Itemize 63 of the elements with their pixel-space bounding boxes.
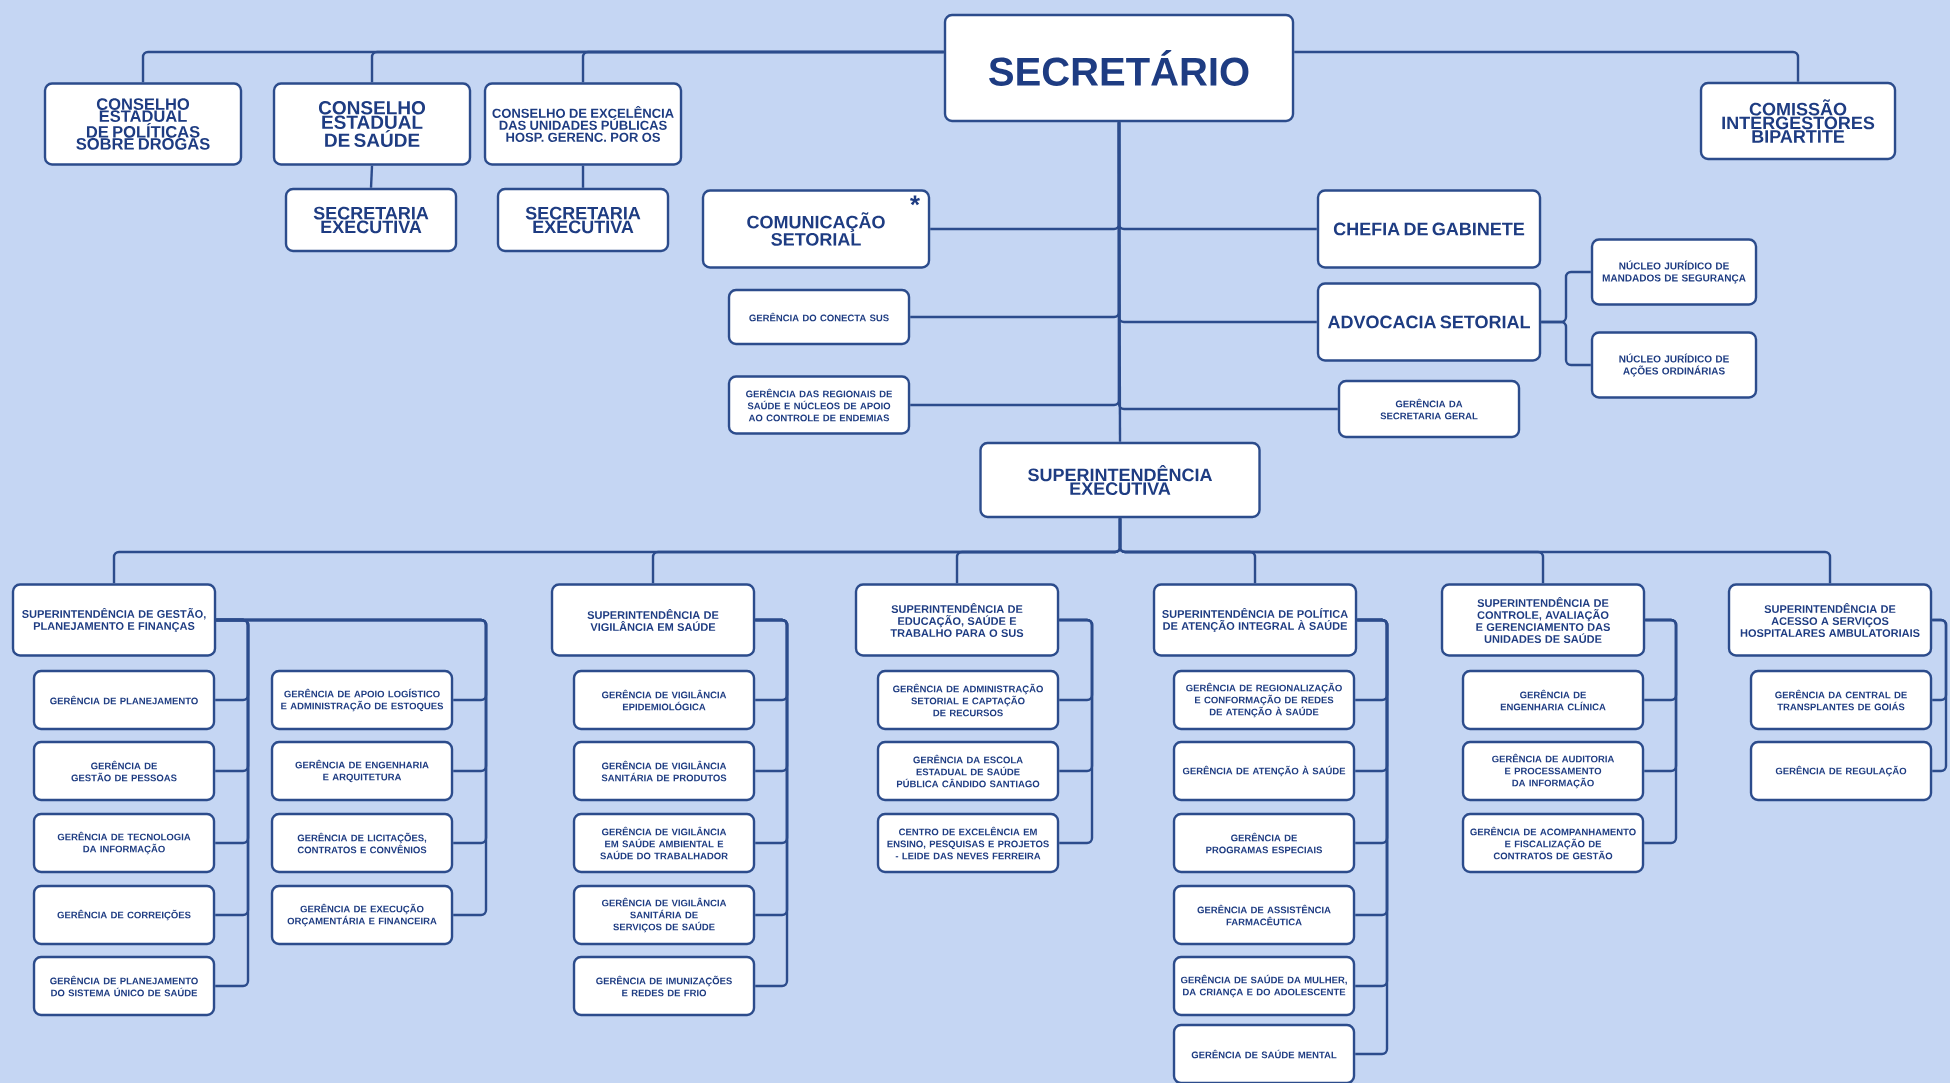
connector-line — [1644, 618, 1678, 845]
org-unit-box: SUPERINTENDÊNCIA EXECUTIVA — [979, 441, 1261, 519]
org-unit-box: SUPERINTENDÊNCIA DE ACESSO A SERVIÇOS HOSPITALARES AMBULATORIAIS — [1727, 583, 1933, 657]
org-unit-box: SECRETARIA EXECUTIVA — [496, 187, 670, 253]
org-unit-box: SUPERINTENDÊNCIA DE POLÍTICA DE ATENÇÃO INTEGRAL À SAÚDE — [1152, 583, 1358, 657]
org-unit-box: GERÊNCIA DE ENGENHARIA E ARQUITETURA — [270, 740, 454, 802]
org-unit-box: SECRETÁRIO — [943, 13, 1295, 123]
org-unit-box: GERÊNCIA DE IMUNIZAÇÕES E REDES DE FRIO — [572, 955, 756, 1017]
org-unit-box: NÚCLEO JURÍDICO DE AÇÕES ORDINÁRIAS — [1590, 331, 1758, 399]
connector-line — [1355, 618, 1389, 1056]
org-unit-box: GERÊNCIA DA SECRETARIA GERAL — [1337, 379, 1521, 439]
org-unit-box: GERÊNCIA DAS REGIONAIS DE SAÚDE E NÚCLEOS DE APOIO AO CONTROLE DE ENDEMIAS — [727, 375, 911, 435]
org-unit-box: GERÊNCIA DE VIGILÂNCIA EM SAÚDE AMBIENTAL E SAÚDE DO TRABALHADOR — [572, 812, 756, 874]
org-unit-box: CONSELHO ESTADUAL DE SAÚDE — [272, 82, 472, 166]
org-unit-box: SUPERINTENDÊNCIA DE EDUCAÇÃO, SAÚDE E TRABALHO PARA O SUS — [854, 583, 1060, 657]
connector-line — [1059, 618, 1094, 845]
org-unit-box: NÚCLEO JURÍDICO DE MANDADOS DE SEGURANÇA — [1590, 238, 1758, 306]
org-unit-box: CONSELHO DE EXCELÊNCIA DAS UNIDADES PÚBLICAS HOSP. GERENC. POR OS — [483, 82, 683, 166]
org-unit-box: GERÊNCIA DE REGULAÇÃO — [1749, 740, 1933, 802]
org-unit-box: GERÊNCIA DE GESTÃO DE PESSOAS — [32, 740, 216, 802]
org-unit-box: GERÊNCIA DE SAÚDE DA MULHER, DA CRIANÇA E DO ADOLESCENTE — [1172, 955, 1356, 1017]
connector-line — [216, 618, 488, 917]
connector-line — [1117, 122, 1122, 442]
connector-line — [369, 165, 374, 188]
org-unit-box: GERÊNCIA DE ATENÇÃO À SAÚDE — [1172, 740, 1356, 802]
connector-line — [755, 618, 789, 988]
org-unit-box: GERÊNCIA DE ENGENHARIA CLÍNICA — [1461, 669, 1645, 731]
connector-line — [581, 50, 944, 83]
org-unit-box: GERÊNCIA DE LICITAÇÕES, CONTRATOS E CONVÊNIOS — [270, 812, 454, 874]
org-unit-box: SUPERINTENDÊNCIA DE CONTROLE, AVALIAÇÃO E GERENCIAMENTO DAS UNIDADES DE SAÚDE — [1440, 583, 1646, 657]
org-unit-box: GERÊNCIA DA ESCOLA ESTADUAL DE SAÚDE PÚBLICA CÂNDIDO SANTIAGO — [876, 740, 1060, 802]
connector-line — [1118, 518, 1832, 584]
org-unit-box: GERÊNCIA DE PLANEJAMENTO — [32, 669, 216, 731]
org-unit-box: GERÊNCIA DA CENTRAL DE TRANSPLANTES DE GOIÁS — [1749, 669, 1933, 731]
org-unit-box: GERÊNCIA DE EXECUÇÃO ORÇAMENTÁRIA E FINANCEIRA — [270, 884, 454, 946]
org-unit-box: CHEFIA DE GABINETE — [1316, 189, 1542, 269]
org-unit-box: GERÊNCIA DE PLANEJAMENTO DO SISTEMA ÚNICO DE SAÚDE — [32, 955, 216, 1017]
org-unit-box: ADVOCACIA SETORIAL — [1316, 282, 1542, 362]
org-unit-box: SUPERINTENDÊNCIA DE VIGILÂNCIA EM SAÚDE — [550, 583, 756, 657]
org-unit-box: COMISSÃO INTERGESTORES BIPARTITE — [1699, 81, 1897, 161]
org-unit-box: GERÊNCIA DE ASSISTÊNCIA FARMACÊUTICA — [1172, 884, 1356, 946]
org-unit-box: GERÊNCIA DE AUDITORIA E PROCESSAMENTO DA INFORMAÇÃO — [1461, 740, 1645, 802]
org-unit-box: GERÊNCIA DE ACOMPANHAMENTO E FISCALIZAÇÃO DE CONTRATOS DE GESTÃO — [1461, 812, 1645, 874]
connector-line — [215, 618, 250, 988]
org-unit-box: GERÊNCIA DE VIGILÂNCIA SANITÁRIA DE PRODUTOS — [572, 740, 756, 802]
connector-line — [581, 165, 585, 188]
org-unit-box: GERÊNCIA DE APOIO LOGÍSTICO E ADMINISTRAÇÃO DE ESTOQUES — [270, 669, 454, 731]
connector-line — [1932, 618, 1948, 773]
org-unit-box: GERÊNCIA DE VIGILÂNCIA SANITÁRIA DE SERVIÇOS DE SAÚDE — [572, 884, 756, 946]
connector-line — [1294, 50, 1800, 82]
org-unit-box: GERÊNCIA DO CONECTA SUS — [727, 288, 911, 346]
org-unit-box: GERÊNCIA DE ADMINISTRAÇÃO SETORIAL E CAPTAÇÃO DE RECURSOS — [876, 669, 1060, 731]
org-unit-box: GERÊNCIA DE SAÚDE MENTAL — [1172, 1023, 1356, 1083]
org-unit-box: SUPERINTENDÊNCIA DE GESTÃO, PLANEJAMENTO E FINANÇAS — [11, 583, 217, 657]
org-unit-box: GERÊNCIA DE VIGILÂNCIA EPIDEMIOLÓGICA — [572, 669, 756, 731]
asterisk: * — [909, 195, 920, 206]
org-unit-box: GERÊNCIA DE TECNOLOGIA DA INFORMAÇÃO — [32, 812, 216, 874]
org-unit-box: SECRETARIA EXECUTIVA — [284, 187, 458, 253]
org-unit-box: GERÊNCIA DE REGIONALIZAÇÃO E CONFORMAÇÃO DE REDES DE ATENÇÃO À SAÚDE — [1172, 669, 1356, 731]
org-unit-box: GERÊNCIA DE PROGRAMAS ESPECIAIS — [1172, 812, 1356, 874]
org-unit-box: CENTRO DE EXCELÊNCIA EM ENSINO, PESQUISAS E PROJETOS - LEIDE DAS NEVES FERREIRA — [876, 812, 1060, 874]
org-unit-box: CONSELHO ESTADUAL DE POLÍTICAS SOBRE DROGAS — [43, 82, 243, 166]
org-unit-box: GERÊNCIA DE CORREIÇÕES — [32, 884, 216, 946]
